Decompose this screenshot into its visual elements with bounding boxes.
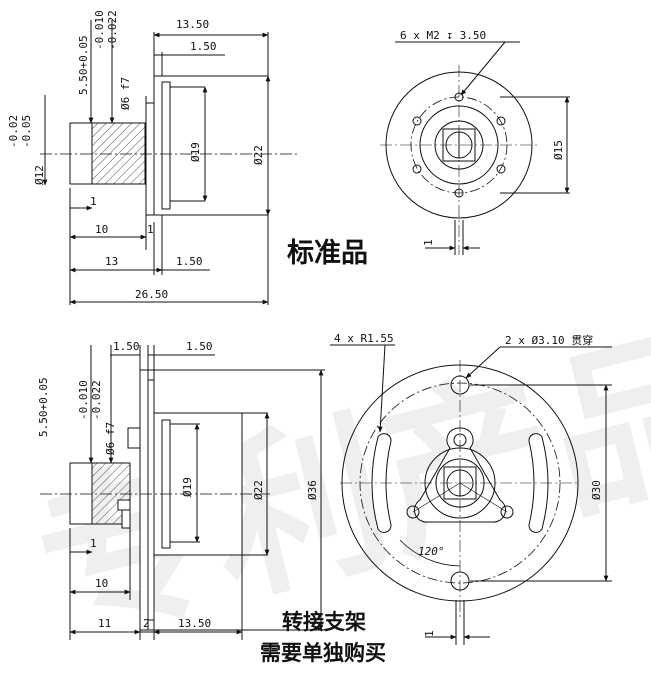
dim-offset-1: 1 (423, 630, 436, 637)
dim-offset-1: 1 (422, 239, 435, 246)
dim-d12: Ø12 (33, 165, 46, 185)
callout-holes-m2: 6 x M2 ↧ 3.50 (400, 29, 486, 42)
dim-width-1-50: 1.50 (190, 40, 217, 53)
dim-shaft-diameter: Ø6 f7 (119, 77, 132, 110)
dim-shaft-tol-lower: -0.022 (90, 380, 103, 420)
dim-angle-120: 120° (418, 545, 445, 558)
top-side-view (40, 20, 300, 305)
dim-width-26-50: 26.50 (135, 288, 168, 301)
dim-shaft-tol-upper: -0.010 (93, 10, 106, 50)
dim-width-13-50: 13.50 (176, 18, 209, 31)
dim-width-10: 10 (95, 223, 108, 236)
dim-width-1: 1 (90, 195, 97, 208)
dim-d30: Ø30 (590, 480, 603, 500)
dim-shaft-tol-lower: -0.022 (106, 10, 119, 50)
top-front-view (380, 41, 570, 255)
callout-through-holes: 2 x Ø3.10 贯穿 (505, 333, 593, 347)
dim-width-1-50-a: 1.50 (113, 340, 140, 353)
dim-d12-tol-upper: -0.02 (7, 115, 20, 148)
dim-shaft-tol-upper: -0.010 (77, 380, 90, 420)
dim-d22: Ø22 (252, 145, 265, 165)
dim-width-1-50b: 1.50 (176, 255, 203, 268)
dim-shaft-left-tol: 5.50+0.05 (37, 377, 50, 437)
top-side-labels: 5.50+0.05 -0.010 -0.022 Ø6 f7 -0.02 -0.0… (7, 10, 265, 301)
dim-d15: Ø15 (552, 140, 565, 160)
label-bracket-note: 需要单独购买 (260, 641, 386, 665)
callout-slots: 4 x R1.55 (334, 332, 394, 345)
bottom-front-labels: 4 x R1.55 2 x Ø3.10 贯穿 120° Ø30 1 (334, 332, 603, 637)
dim-d19: Ø19 (181, 477, 194, 497)
dim-d36: Ø36 (306, 480, 319, 500)
dim-width-1b: 1 (147, 223, 154, 236)
bottom-side-view (40, 345, 325, 640)
bottom-front-view (330, 344, 612, 645)
dim-width-1: 1 (90, 537, 97, 550)
dim-width-1-50-b: 1.50 (186, 340, 213, 353)
dim-d22: Ø22 (252, 480, 265, 500)
dim-width-11: 11 (98, 617, 111, 630)
dim-shaft-diameter: Ø6 f7 (104, 422, 117, 455)
dim-d19: Ø19 (189, 142, 202, 162)
label-bracket-title: 转接支架 (282, 610, 366, 634)
dim-width-13: 13 (105, 255, 118, 268)
dim-width-2: 2 (143, 617, 150, 630)
top-front-labels: 6 x M2 ↧ 3.50 Ø15 1 (400, 29, 565, 246)
dim-width-13-50: 13.50 (178, 617, 211, 630)
dim-d12-tol-lower: -0.05 (20, 115, 33, 148)
dim-width-10: 10 (95, 577, 108, 590)
bottom-side-labels: 1.50 1.50 5.50+0.05 -0.010 -0.022 Ø6 f7 … (37, 340, 319, 630)
dim-shaft-left-tol: 5.50+0.05 (77, 35, 90, 95)
label-standard-product: 标准品 (287, 238, 368, 269)
